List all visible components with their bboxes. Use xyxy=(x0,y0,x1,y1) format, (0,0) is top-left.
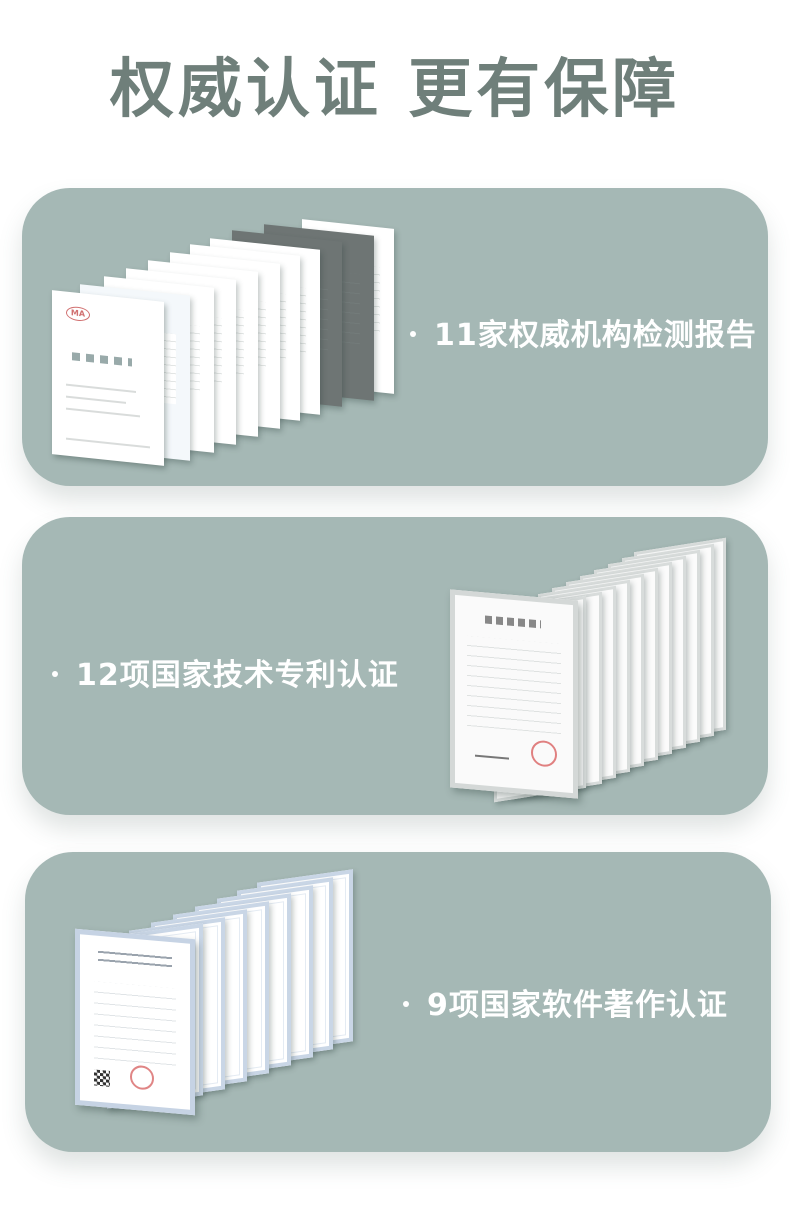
software-label-text: 9项国家软件著作认证 xyxy=(427,988,728,1023)
software-heading-graphic xyxy=(98,947,172,973)
report-front-sheet: MA xyxy=(52,290,164,466)
patent-heading-graphic xyxy=(485,615,541,629)
cma-logo-icon: MA xyxy=(66,305,90,323)
reports-label-text: 11家权威机构检测报告 xyxy=(434,318,757,353)
patents-label: 12项国家技术专利认证 xyxy=(52,656,399,696)
official-seal-icon xyxy=(531,739,557,768)
reports-label: 11家权威机构检测报告 xyxy=(410,316,757,356)
bullet-dot-icon xyxy=(403,1000,409,1007)
software-certificates-image xyxy=(71,869,371,1136)
software-label: 9项国家软件著作认证 xyxy=(403,986,728,1026)
report-line xyxy=(66,395,126,404)
software-card: 9项国家软件著作认证 xyxy=(25,852,771,1152)
test-reports-image: MA xyxy=(52,219,394,470)
official-seal-icon xyxy=(130,1064,154,1091)
patent-certificates-image xyxy=(450,531,750,803)
report-line xyxy=(66,437,150,449)
reports-card: MA 11家权威机构检测报告 xyxy=(22,188,768,486)
report-heading-graphic xyxy=(72,352,132,367)
page-title: 权威认证 更有保障 xyxy=(109,53,681,127)
patents-card: 12项国家技术专利认证 xyxy=(22,517,768,815)
patent-text-lines xyxy=(467,635,561,735)
software-text-lines xyxy=(94,981,176,1069)
report-line xyxy=(66,383,136,393)
signature-graphic xyxy=(475,746,509,760)
report-line xyxy=(66,407,140,418)
qr-code-icon xyxy=(94,1069,110,1087)
bullet-dot-icon xyxy=(410,330,416,337)
patents-label-text: 12项国家技术专利认证 xyxy=(76,658,399,693)
patent-front-sheet xyxy=(450,589,578,799)
bullet-dot-icon xyxy=(52,670,58,677)
software-front-sheet xyxy=(75,928,195,1116)
